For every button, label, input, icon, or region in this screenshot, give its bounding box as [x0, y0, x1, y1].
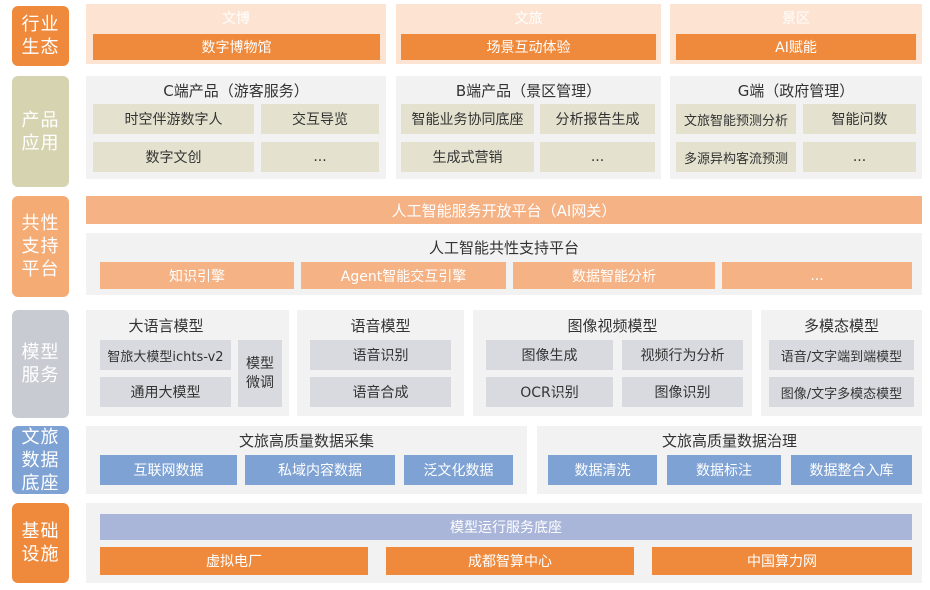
product-g-title: G端（政府管理）: [737, 81, 855, 100]
infra-item-virtual-power-plant: 虚拟电厂: [100, 547, 368, 575]
industry-title-tourism: 文旅: [514, 11, 543, 27]
industry-title-museum: 文博: [222, 11, 250, 27]
model-speech-title: 语音模型: [350, 316, 411, 335]
model-multi-item: 语音/文字端到端模型: [769, 340, 914, 370]
model-speech-item: 语音识别: [310, 340, 451, 370]
common-item-more: ...: [722, 262, 912, 289]
label-common-platform: 共性 支持 平台: [12, 196, 69, 297]
model-llm-item: 通用大模型: [100, 377, 231, 407]
common-platform-title: 人工智能共性支持平台: [428, 238, 579, 257]
model-vision-item: 视频行为分析: [622, 340, 743, 370]
data-collect-item: 私域内容数据: [245, 455, 395, 485]
product-g-item: ...: [803, 142, 916, 172]
industry-item-digital-museum: 数字博物馆: [93, 34, 380, 60]
product-c-item: 时空伴游数字人: [93, 104, 254, 134]
model-llm-title: 大语言模型: [128, 316, 204, 335]
product-g-item: 智能问数: [803, 104, 916, 134]
product-c-item: ...: [261, 142, 379, 172]
model-llm-item: 智旅大模型ichts-v2: [100, 340, 231, 370]
data-govern-item: 数据整合入库: [791, 455, 912, 485]
label-product-application: 产品 应用: [12, 76, 69, 187]
product-c-item: 交互导览: [261, 104, 379, 134]
infra-item-china-compute-network: 中国算力网: [652, 547, 912, 575]
product-c-title: C端产品（游客服务）: [163, 81, 309, 100]
model-finetune: 模型 微调: [238, 340, 282, 407]
common-item-agent-engine: Agent智能交互引擎: [301, 262, 506, 289]
data-govern-item: 数据清洗: [548, 455, 657, 485]
label-infrastructure: 基础 设施: [12, 503, 69, 583]
data-collect-item: 互联网数据: [100, 455, 237, 485]
common-item-knowledge-engine: 知识引擎: [100, 262, 294, 289]
model-multi-title: 多模态模型: [803, 316, 879, 335]
product-c-item: 数字文创: [93, 142, 254, 172]
infra-item-chengdu-compute-center: 成都智算中心: [386, 547, 634, 575]
data-collect-title: 文旅高质量数据采集: [238, 431, 374, 450]
product-b-item: 生成式营销: [401, 142, 534, 172]
model-vision-item: 图像识别: [622, 377, 743, 407]
product-b-item: 分析报告生成: [540, 104, 655, 134]
industry-title-scenic: 景区: [782, 11, 810, 27]
data-govern-item: 数据标注: [667, 455, 781, 485]
label-model-service: 模型 服务: [12, 310, 69, 418]
model-vision-item: OCR识别: [486, 377, 613, 407]
product-g-item: 多源异构客流预测: [676, 142, 796, 172]
data-govern-title: 文旅高质量数据治理: [661, 431, 797, 450]
product-b-item: ...: [540, 142, 655, 172]
label-data-foundation: 文旅 数据 底座: [12, 426, 69, 494]
ai-gateway-bar: 人工智能服务开放平台（AI网关）: [86, 196, 922, 224]
industry-item-scene-interaction: 场景互动体验: [401, 34, 656, 60]
model-vision-item: 图像生成: [486, 340, 613, 370]
industry-item-ai-empower: AI赋能: [676, 34, 916, 60]
product-b-item: 智能业务协同底座: [401, 104, 534, 134]
model-vision-title: 图像视频模型: [567, 316, 658, 335]
infra-base-bar: 模型运行服务底座: [100, 514, 912, 540]
product-b-title: B端产品（景区管理）: [455, 81, 602, 100]
common-item-data-analysis: 数据智能分析: [513, 262, 715, 289]
label-industry-ecology: 行业 生态: [12, 6, 69, 66]
model-multi-item: 图像/文字多模态模型: [769, 377, 914, 407]
data-collect-item: 泛文化数据: [404, 455, 513, 485]
model-speech-item: 语音合成: [310, 377, 451, 407]
product-g-item: 文旅智能预测分析: [676, 104, 796, 134]
